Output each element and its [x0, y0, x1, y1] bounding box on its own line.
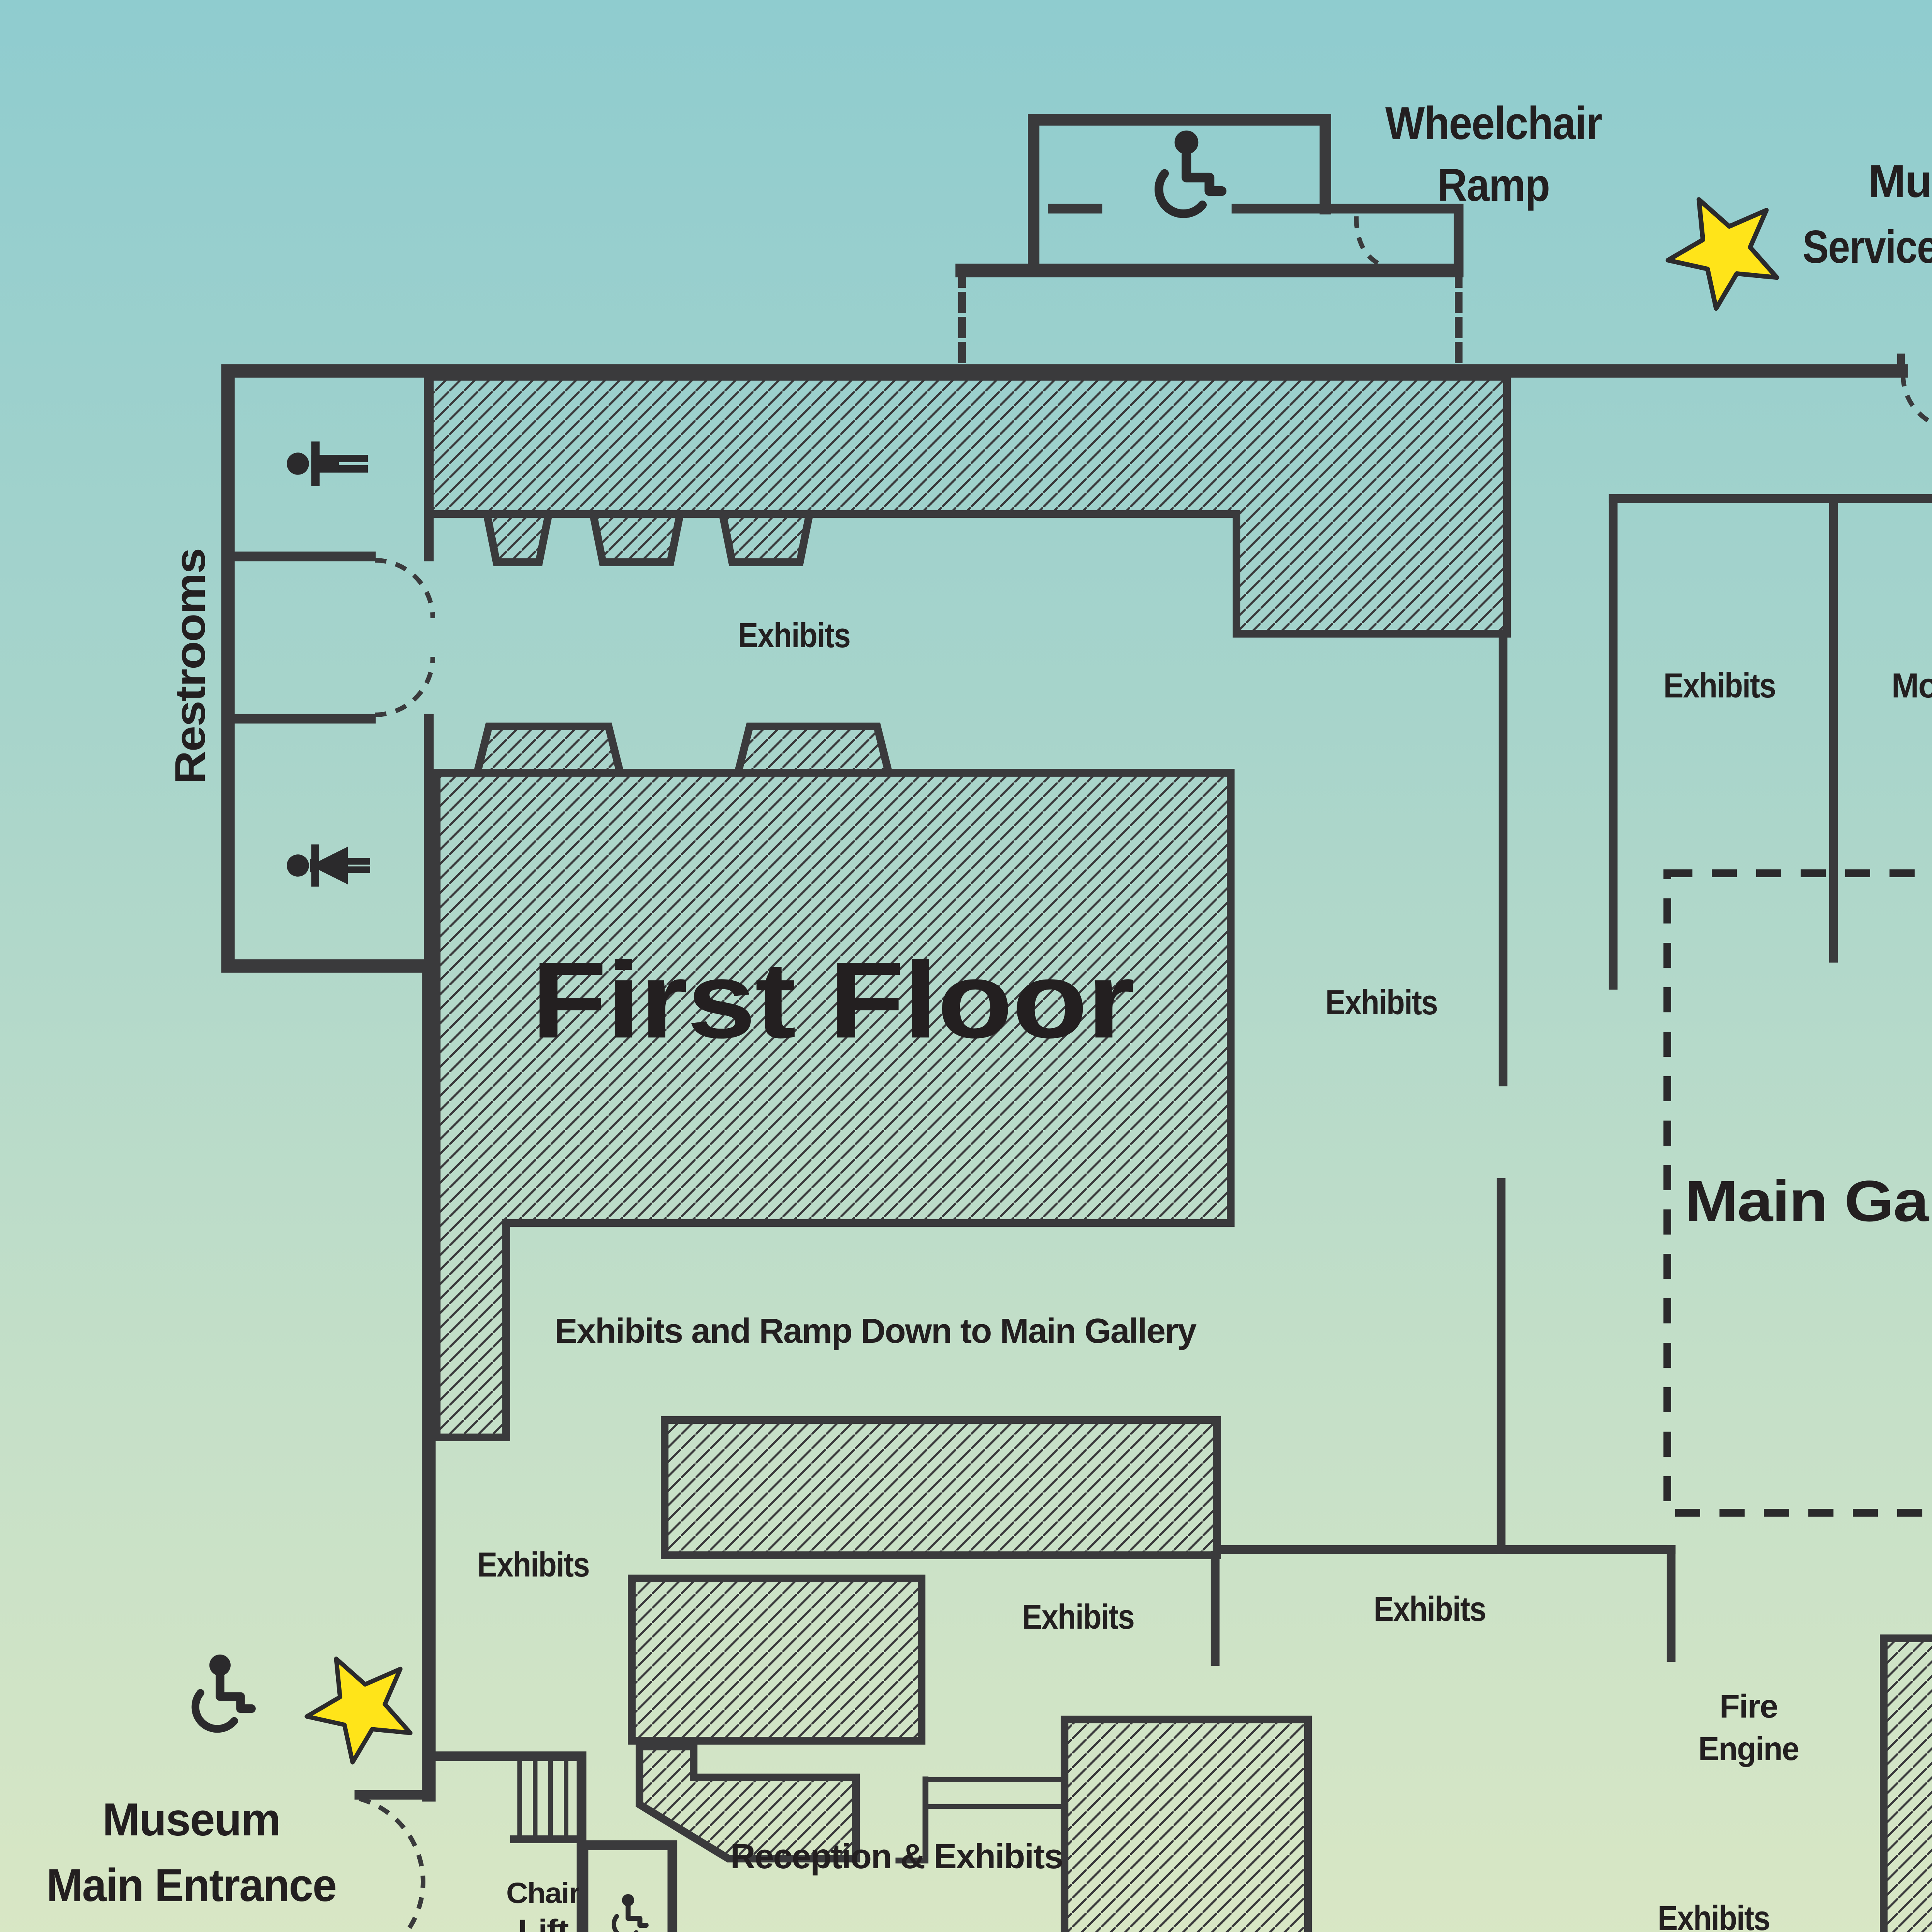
fire-engine-label-1: Fire — [1719, 1688, 1777, 1725]
exhibits-label-mid-east: Exhibits — [1374, 1590, 1486, 1629]
exhibits-label-center-south: Exhibits — [1022, 1598, 1134, 1636]
band-notch — [482, 510, 554, 566]
exhibits-label-center: Exhibits — [1325, 983, 1437, 1022]
fire-engine-block — [1880, 1634, 1932, 1932]
wheelchair-ramp-label-2: Ramp — [1437, 159, 1549, 211]
first-floor-title: First Floor — [531, 940, 1134, 1061]
restrooms — [223, 366, 435, 971]
labels: Wheelchair Ramp Museum Service Entrance … — [46, 97, 1932, 1932]
service-entrance-label-2: Service Entrance — [1803, 221, 1932, 273]
exhibits-label-northeast: Exhibits — [1663, 667, 1776, 705]
angled-exhibit-block — [636, 1743, 860, 1862]
restroom-door-swing — [374, 656, 435, 717]
wheelchair-ramp-label-1: Wheelchair — [1385, 97, 1602, 149]
fire-engine-label-2: Engine — [1698, 1731, 1799, 1767]
main-gallery-outline — [1663, 869, 1932, 1517]
restroom-door-swing — [374, 558, 435, 619]
reception-exhibits-label: Reception & Exhibits — [730, 1837, 1063, 1876]
service-entrance-doors — [1897, 354, 1932, 425]
restrooms-label: Restrooms — [167, 549, 214, 784]
wheelchair-ramp-structure — [955, 114, 1466, 371]
outer-walls — [221, 364, 1908, 1802]
chair-lift-treads — [517, 1758, 568, 1842]
main-entrance-label-2: Main Entrance — [46, 1859, 336, 1911]
service-entrance-label-1: Museum — [1868, 155, 1932, 207]
bottom-exhibit-block — [1061, 1716, 1312, 1932]
ff-notch — [733, 723, 894, 777]
chair-lift-label-1: Chair — [506, 1877, 580, 1909]
wheelchair-lift-box — [578, 1840, 677, 1932]
band-notch — [718, 510, 815, 566]
main-gallery-label: Main Gallery — [1685, 1168, 1932, 1233]
chair-lift-label-2: Lift — [518, 1913, 569, 1932]
model-t-label: Model T — [1891, 667, 1932, 705]
reception-exhibit-block — [628, 1575, 925, 1745]
ff-notch — [472, 723, 625, 777]
first-floor-block — [433, 769, 1235, 1441]
chair-lift-vestibule: Chair Lift — [424, 1751, 677, 1932]
band-notch — [588, 510, 685, 566]
interior-walls — [895, 494, 1932, 1864]
exhibits-label-west: Exhibits — [477, 1546, 589, 1584]
ramp-exhibit-block — [661, 1416, 1221, 1559]
exhibits-ramp-label: Exhibits and Ramp Down to Main Gallery — [554, 1312, 1197, 1350]
main-entrance-label-1: Museum — [102, 1794, 280, 1845]
exhibits-label-top: Exhibits — [738, 616, 850, 655]
exhibits-label-south: Exhibits — [1658, 1899, 1770, 1932]
